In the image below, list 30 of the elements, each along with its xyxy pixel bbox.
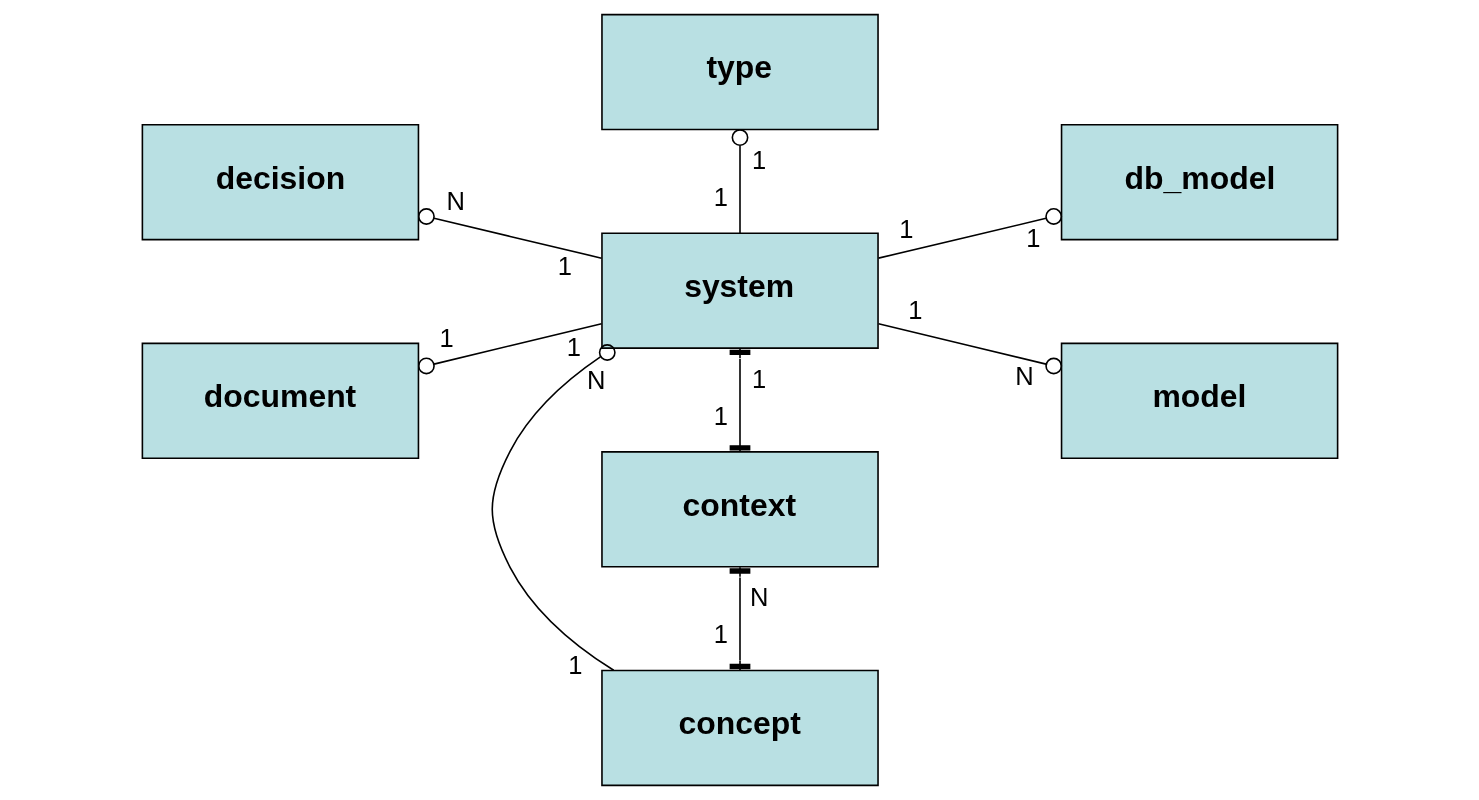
label: 1 <box>567 651 583 680</box>
label: 1 <box>713 401 728 430</box>
connector <box>877 322 1062 375</box>
label: 1 <box>1025 224 1040 253</box>
label: 1 <box>557 252 572 281</box>
label: 1 <box>713 620 728 649</box>
label: 1 <box>566 333 581 362</box>
node-box: system <box>600 232 879 349</box>
label: 1 <box>898 214 913 243</box>
label: 1 <box>907 295 922 324</box>
label: 1 <box>713 182 728 211</box>
connector <box>417 208 602 259</box>
node-box: type <box>600 13 879 131</box>
label: N <box>445 186 465 215</box>
node-box: document <box>141 342 419 460</box>
node-box: decision <box>141 123 419 241</box>
node-box: db_model <box>1060 123 1338 241</box>
label: N <box>749 583 768 612</box>
connector <box>490 344 616 672</box>
connector <box>877 208 1062 259</box>
label: 1 <box>751 146 766 175</box>
node-box: model <box>1060 342 1338 460</box>
connector <box>417 322 602 375</box>
label: N <box>586 365 606 394</box>
node-box: context <box>600 451 879 568</box>
node-box: concept <box>600 669 879 787</box>
label: N <box>1014 361 1034 390</box>
label: 1 <box>439 324 454 353</box>
label: 1 <box>751 364 766 393</box>
connector <box>731 129 748 234</box>
